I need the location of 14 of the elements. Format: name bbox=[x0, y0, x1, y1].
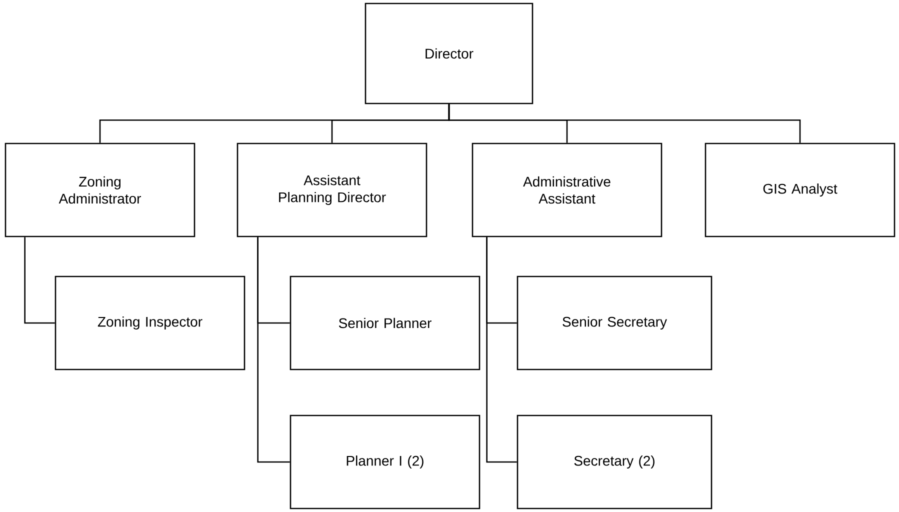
connector-line bbox=[24, 237, 55, 324]
position-box: Secretary (2) bbox=[516, 414, 712, 510]
position-box: Senior Planner bbox=[290, 276, 480, 370]
position-box: Zoning Administrator bbox=[4, 142, 196, 238]
position-box: GIS Analyst bbox=[704, 142, 896, 238]
connector-line bbox=[257, 237, 290, 463]
connector-line bbox=[448, 104, 801, 143]
connector-line bbox=[486, 237, 517, 463]
position-box: Planner I (2) bbox=[290, 414, 480, 510]
position-box: Administrative Assistant bbox=[472, 142, 662, 238]
position-box: Assistant Planning Director bbox=[236, 142, 428, 238]
position-box: Senior Secretary bbox=[516, 276, 712, 370]
position-box: Zoning Inspector bbox=[54, 276, 246, 370]
position-box: Director bbox=[364, 2, 534, 104]
